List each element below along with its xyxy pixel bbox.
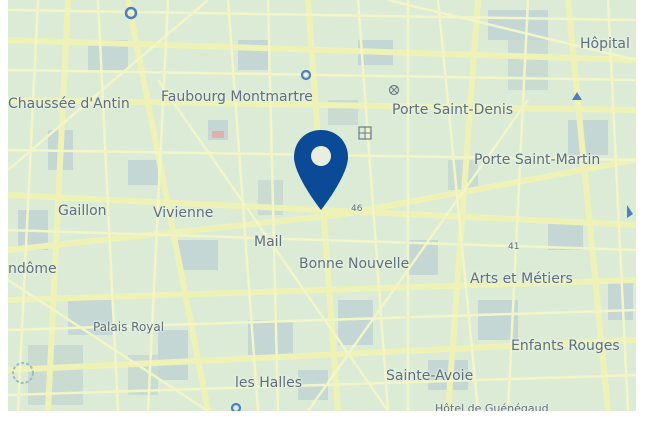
neighborhood-label: Porte Saint-Denis: [392, 102, 514, 118]
neighborhood-label: les Halles: [235, 375, 303, 391]
landmark-icon[interactable]: [388, 84, 400, 96]
transit-station-icon[interactable]: [230, 402, 242, 411]
neighborhood-label: Arts et Métiers: [470, 271, 573, 287]
location-pin-icon[interactable]: [291, 128, 351, 212]
neighborhood-label: Palais Royal: [93, 320, 165, 334]
neighborhood-label: Enfants Rouges: [511, 338, 620, 354]
neighborhood-label: Chaussée d'Antin: [8, 96, 130, 112]
monument-icon[interactable]: [358, 126, 372, 140]
neighborhood-label: Sainte-Avoie: [386, 368, 474, 384]
road-number-label: 41: [508, 242, 520, 252]
transit-station-icon[interactable]: [124, 6, 138, 20]
neighborhood-label: Gaillon: [58, 203, 107, 219]
neighborhood-label: Bonne Nouvelle: [299, 256, 410, 272]
neighborhood-label: Mail: [254, 234, 283, 250]
garden-icon: [12, 362, 34, 384]
road-number-label: 46: [351, 204, 363, 214]
neighborhood-label: Faubourg Montmartre: [161, 89, 313, 105]
landmark-label: Hôtel de Guénégaud: [435, 402, 549, 411]
neighborhood-label: Hôpital: [580, 36, 630, 52]
map-view[interactable]: Chaussée d'Antin Faubourg Montmartre Por…: [8, 0, 636, 411]
shop-icon[interactable]: [210, 128, 226, 140]
map-base-layer: [8, 0, 636, 411]
neighborhood-label: ndôme: [8, 261, 57, 277]
neighborhood-label: Porte Saint-Martin: [474, 152, 601, 168]
neighborhood-label: Vivienne: [153, 205, 214, 221]
transit-station-icon[interactable]: [300, 69, 312, 81]
